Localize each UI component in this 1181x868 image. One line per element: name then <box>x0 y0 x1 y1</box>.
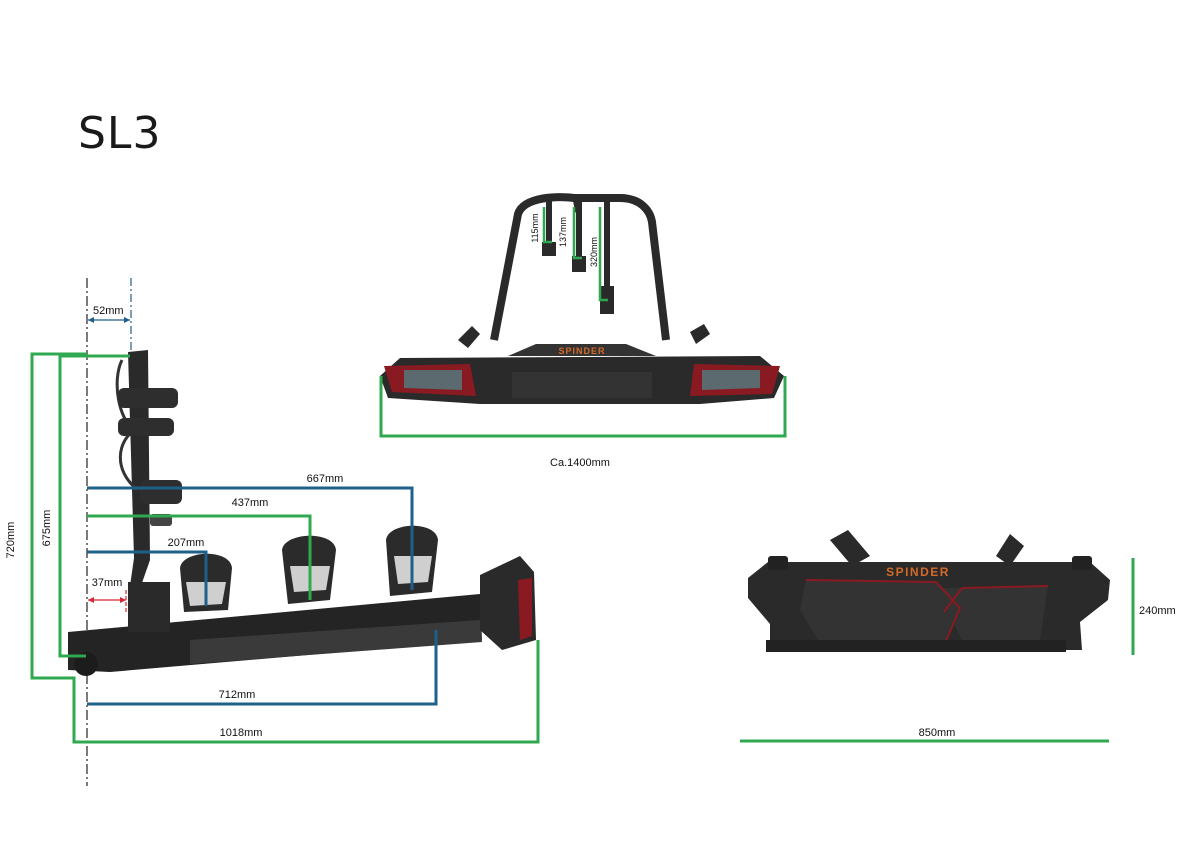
label-1400: Ca.1400mm <box>550 457 610 469</box>
rear-lens-right <box>702 370 760 390</box>
folded-knob-left-icon <box>830 530 870 566</box>
plate-holder <box>512 372 652 398</box>
label-667: 667mm <box>307 473 344 485</box>
folded-red-trim-left <box>805 579 962 647</box>
label-1018: 1018mm <box>220 727 263 739</box>
folded-corner-right <box>1072 556 1092 570</box>
mast <box>128 350 150 600</box>
hitch-ball <box>74 652 98 676</box>
folded-red-trim-right <box>943 585 1049 613</box>
dim-115-line <box>542 207 552 244</box>
folded-panel-left <box>800 580 960 646</box>
label-137: 137mm <box>558 217 568 247</box>
label-52: 52mm <box>93 305 124 317</box>
label-37: 37mm <box>92 577 123 589</box>
brand-label-folded: SPINDER <box>886 565 950 579</box>
rear-arch <box>490 193 670 341</box>
mast-clamp-2 <box>118 418 174 436</box>
arm-2 <box>576 200 582 264</box>
folded-base <box>766 640 1066 652</box>
dim-675-line <box>58 354 130 658</box>
base-block <box>128 582 170 632</box>
dim-137-line <box>572 207 582 260</box>
label-207: 207mm <box>168 537 205 549</box>
dim-1400-line <box>379 376 787 438</box>
knob-right-icon <box>690 324 710 344</box>
tail-light-red <box>518 578 532 640</box>
brand-label-rear: SPINDER <box>558 346 605 356</box>
dim-437-line <box>87 514 312 600</box>
dim-667-line <box>87 486 414 590</box>
label-437: 437mm <box>232 497 269 509</box>
platform-rail <box>190 620 482 664</box>
page-title: SL3 <box>78 108 162 159</box>
dim-712-line <box>87 630 438 706</box>
rear-top-cover <box>508 344 656 356</box>
mast-clamp-1 <box>118 388 178 408</box>
knob-left-icon <box>458 326 480 348</box>
arm-3 <box>604 200 610 304</box>
label-115: 115mm <box>530 213 540 242</box>
mast-clamp-3 <box>140 480 182 504</box>
arm-1-clamp <box>542 242 556 256</box>
dim-320-line <box>598 207 608 302</box>
platform-beam <box>68 594 482 672</box>
label-712: 712mm <box>219 689 256 701</box>
label-850: 850mm <box>919 727 956 739</box>
rear-view: 115mm 137mm 320mm SPINDER Ca.1400mm <box>379 193 787 469</box>
dim-207-line <box>87 550 208 606</box>
folded-panel-right <box>944 586 1048 640</box>
label-320: 320mm <box>589 237 599 267</box>
label-720: 720mm <box>5 522 17 559</box>
arm-2-clamp <box>572 256 586 272</box>
arm-1 <box>546 200 552 250</box>
side-view: 52mm 720mm 675mm 667mm 437mm 207mm 37mm … <box>5 278 540 786</box>
folded-view: SPINDER 240mm 850mm <box>740 530 1176 743</box>
folded-knob-right-icon <box>996 534 1024 566</box>
label-675: 675mm <box>41 510 53 547</box>
label-240: 240mm <box>1139 605 1176 617</box>
folded-corner-left <box>768 556 788 570</box>
dim-720-1018-line <box>30 352 540 744</box>
rear-lens-left <box>404 370 462 390</box>
